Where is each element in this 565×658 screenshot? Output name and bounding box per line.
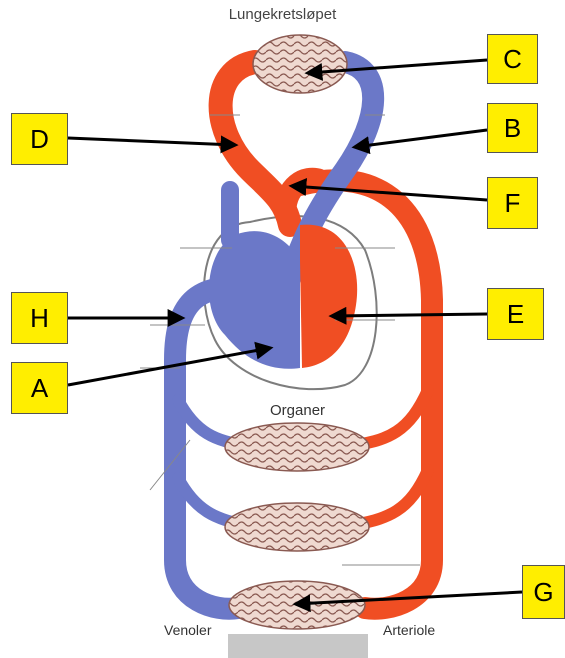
pulmonary-circuit-title: Lungekretsløpet: [0, 6, 565, 23]
lung-capillary-bed: [253, 35, 347, 93]
label-a: A: [11, 362, 68, 414]
label-h: H: [11, 292, 68, 344]
arteriole-label: Arteriole: [383, 622, 435, 638]
right-heart: [209, 231, 300, 369]
arrow-e: [332, 314, 487, 316]
organ-capillary-bed-2: [225, 503, 369, 551]
label-d: D: [11, 113, 68, 165]
organs-label: Organer: [270, 402, 325, 419]
label-c: C: [487, 34, 538, 84]
label-g: G: [522, 565, 565, 619]
bottom-gray-bar: [228, 634, 368, 658]
venules-label: Venoler: [164, 622, 211, 638]
arrow-d: [68, 138, 235, 145]
left-heart: [300, 225, 357, 368]
organ-capillary-bed-1: [225, 423, 369, 471]
label-b: B: [487, 103, 538, 153]
label-f: F: [487, 177, 538, 229]
label-e: E: [487, 288, 544, 340]
